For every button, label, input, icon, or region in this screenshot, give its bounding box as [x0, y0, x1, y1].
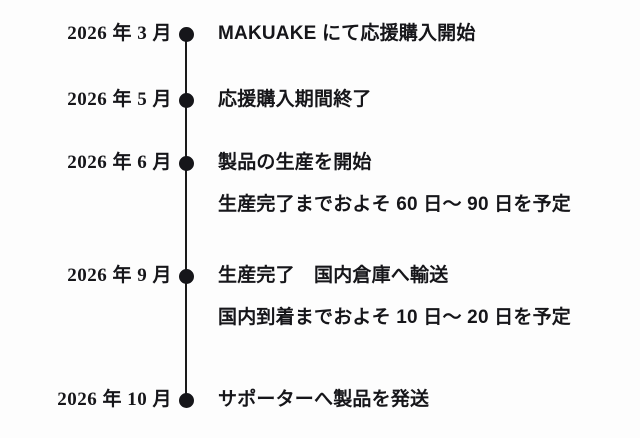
timeline-event-line-secondary: 国内到着までおよそ 10 日〜 20 日を予定 — [218, 307, 571, 328]
timeline-event-text: 製品の生産を開始 生産完了までおよそ 60 日〜 90 日を予定 — [218, 148, 630, 220]
timeline-date-label: 2026 年 9 月 — [67, 265, 172, 286]
timeline-date-label: 2026 年 10 月 — [57, 389, 172, 410]
timeline-axis-line — [185, 34, 187, 400]
timeline-marker-dot-icon — [178, 155, 194, 171]
timeline-event-line: サポーターへ製品を発送 — [218, 389, 430, 410]
timeline-date-label: 2026 年 3 月 — [67, 23, 172, 44]
timeline-event-line: 応援購入期間終了 — [218, 89, 372, 110]
timeline-event-line: MAKUAKE にて応援購入開始 — [218, 23, 476, 44]
timeline-event-line: 製品の生産を開始 — [218, 152, 372, 173]
timeline-date-label: 2026 年 5 月 — [67, 89, 172, 110]
timeline-event-text: 生産完了 国内倉庫へ輸送 国内到着までおよそ 10 日〜 20 日を予定 — [218, 261, 630, 333]
timeline-event-line: 生産完了 国内倉庫へ輸送 — [218, 265, 449, 286]
timeline-date-label: 2026 年 6 月 — [67, 152, 172, 173]
timeline-marker-dot-icon — [178, 268, 194, 284]
timeline-marker-dot-icon — [178, 26, 194, 42]
timeline-marker-dot-icon — [178, 392, 194, 408]
timeline-event-line-secondary: 生産完了までおよそ 60 日〜 90 日を予定 — [218, 194, 571, 215]
timeline-event-text: 応援購入期間終了 — [218, 85, 630, 115]
timeline-marker-dot-icon — [178, 92, 194, 108]
timeline-event-text: MAKUAKE にて応援購入開始 — [218, 19, 630, 49]
timeline-event-text: サポーターへ製品を発送 — [218, 385, 630, 415]
